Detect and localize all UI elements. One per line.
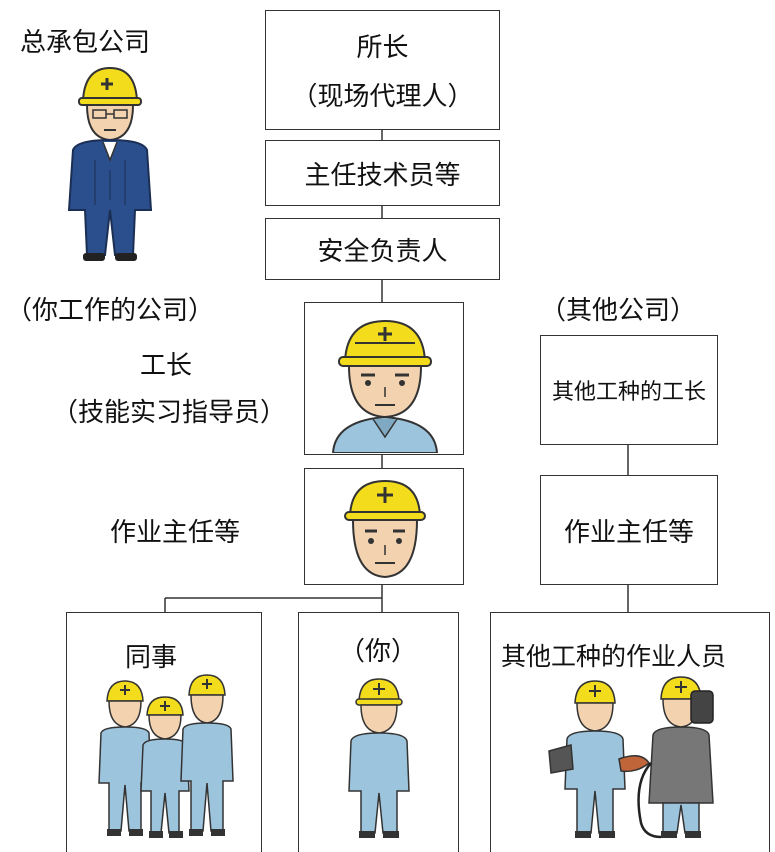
foreman-subtitle: （技能实习指导员） xyxy=(52,398,287,428)
safety-officer-label: 安全负责人 xyxy=(317,236,448,267)
your-company-label: （你工作的公司） xyxy=(6,296,215,326)
other-company-label: （其他公司） xyxy=(540,296,697,326)
you-figure xyxy=(348,678,410,838)
coworkers-box: 同事 xyxy=(66,612,262,852)
you-box: （你） xyxy=(298,612,459,852)
other-workers-box: 其他工种的作业人员 xyxy=(490,612,770,852)
foreman-title: 工长 xyxy=(140,351,193,381)
director-subtitle: （现场代理人） xyxy=(291,82,474,112)
other-workers-label: 其他工种的作业人员 xyxy=(501,642,727,671)
other-workers-figure xyxy=(548,676,714,839)
director-title: 所长 xyxy=(356,33,409,63)
safety-officer-box: 安全负责人 xyxy=(265,218,500,280)
supervisor-figure xyxy=(344,479,426,579)
chief-engineer-box: 主任技术员等 xyxy=(265,140,500,206)
chief-engineer-label: 主任技术员等 xyxy=(304,160,461,191)
other-foreman-box: 其他工种的工长 xyxy=(540,335,718,445)
general-contractor-figure xyxy=(67,66,153,261)
other-supervisor-box: 作业主任等 xyxy=(540,475,718,585)
coworkers-figure xyxy=(98,674,234,838)
coworkers-label: 同事 xyxy=(125,643,178,673)
foreman-box xyxy=(304,302,464,455)
supervisor-label: 作业主任等 xyxy=(110,518,241,548)
foreman-figure xyxy=(331,319,439,454)
you-label: （你） xyxy=(339,637,418,667)
director-box: 所长 （现场代理人） xyxy=(265,10,500,130)
other-supervisor-label: 作业主任等 xyxy=(563,517,694,548)
supervisor-box xyxy=(304,468,464,585)
general-contractor-label: 总承包公司 xyxy=(20,28,151,58)
other-foreman-label: 其他工种的工长 xyxy=(551,380,706,405)
